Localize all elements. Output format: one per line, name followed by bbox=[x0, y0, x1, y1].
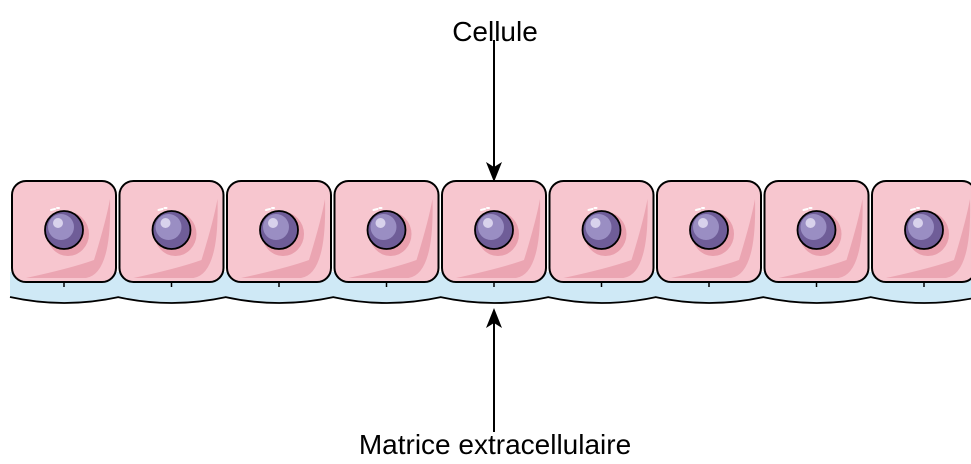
cell bbox=[550, 181, 654, 282]
cell bbox=[335, 181, 439, 282]
cell bbox=[120, 181, 224, 282]
cellule-label: Cellule bbox=[0, 18, 971, 46]
cell bbox=[442, 181, 546, 282]
cell bbox=[657, 181, 761, 282]
cell bbox=[765, 181, 869, 282]
cell-row bbox=[12, 181, 971, 282]
matrice-extracellulaire-label: Matrice extracellulaire bbox=[0, 431, 971, 459]
cell bbox=[227, 181, 331, 282]
cell bbox=[872, 181, 971, 282]
cell bbox=[12, 181, 116, 282]
